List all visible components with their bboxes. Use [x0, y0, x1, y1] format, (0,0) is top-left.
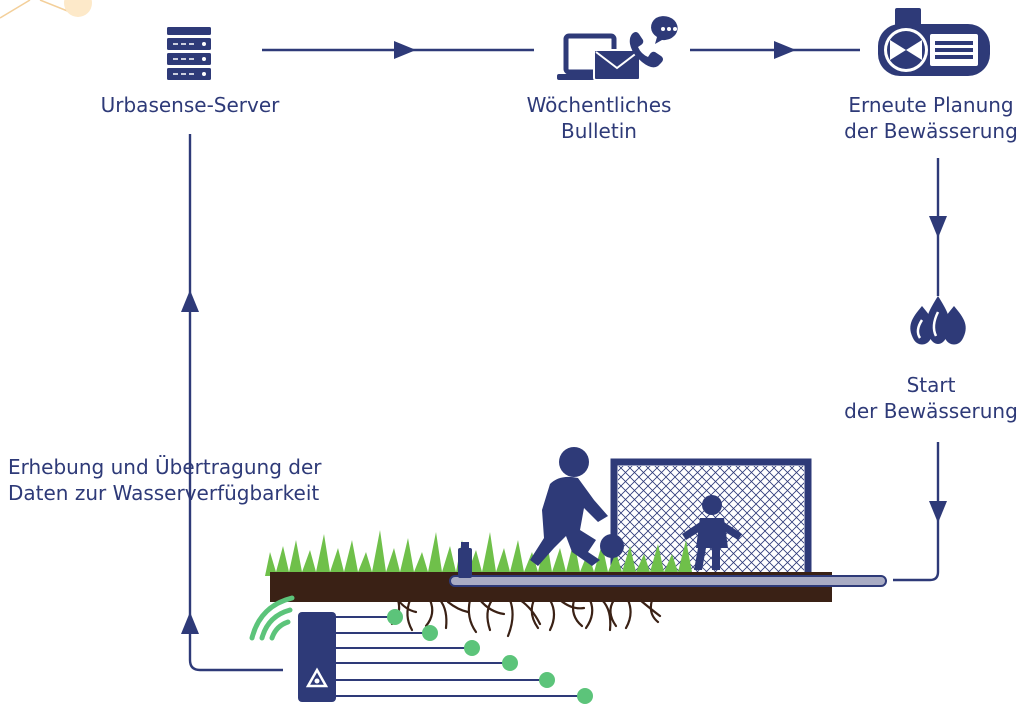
irrigation-pipe: [449, 575, 887, 587]
server-rack-icon: [167, 27, 211, 80]
football-player-figure: [530, 447, 624, 566]
flow-arrowheads: [181, 41, 947, 634]
sensor-probes: [336, 616, 585, 697]
wireless-signal-icon: [249, 595, 295, 641]
soil-sensor-icon: [298, 612, 336, 702]
collection-label: Erhebung und Übertragung der Daten zur W…: [8, 455, 322, 505]
bulletin-label: Wöchentliches Bulletin: [526, 93, 672, 143]
server-label: Urbasense-Server: [100, 93, 280, 117]
sprinkler-head: [458, 542, 472, 578]
root-system: [390, 598, 662, 638]
probe-sensors: [387, 609, 593, 704]
phone-chat-icon: [629, 16, 678, 68]
laptop-mail-icon: [557, 33, 641, 81]
irrigation-controller-icon: [878, 8, 990, 76]
goalkeeper-figure: [682, 495, 742, 570]
start-label: Start der Bewässerung: [844, 373, 1018, 423]
planning-label: Erneute Planung der Bewässerung: [844, 93, 1018, 143]
grass-layer: [265, 530, 692, 576]
corner-decoration: [0, 0, 92, 19]
water-drops-icon: [910, 296, 966, 345]
